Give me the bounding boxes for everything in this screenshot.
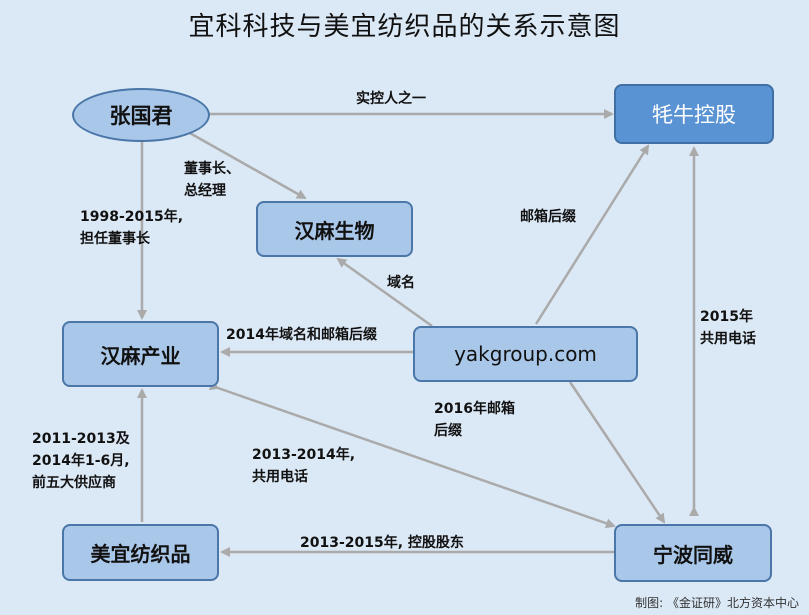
- edge-label-chairman-gm-line2: 总经理: [184, 183, 226, 199]
- chart-credit: 制图: 《金证研》北方资本中心: [635, 596, 799, 610]
- edge-label-phone-2015: 2015年 共用电话: [700, 306, 756, 350]
- edge-label-domain: 域名: [387, 275, 415, 291]
- edge-label-email-2016: 2016年邮箱 后缀: [434, 398, 515, 442]
- edge-label-controller: 实控人之一: [356, 91, 426, 107]
- edge-yak-maoniu: [534, 144, 650, 325]
- node-meiyi: 美宜纺织品: [62, 524, 219, 581]
- edge-label-chairman-years-line2: 担任董事长: [80, 231, 150, 247]
- edge-label-email-suffix: 邮箱后缀: [520, 209, 576, 225]
- edge-label-phone-2015-line1: 2015年: [700, 309, 753, 325]
- node-ningbo: 宁波同威: [614, 524, 772, 582]
- edge-label-supplier-line3: 前五大供应商: [32, 475, 116, 491]
- node-hanma-industry: 汉麻产业: [62, 321, 219, 387]
- diagram-title: 宜科科技与美宜纺织品的关系示意图: [188, 12, 621, 42]
- edge-label-chairman-gm: 董事长、 总经理: [184, 158, 240, 202]
- edge-yak-ningbo: [568, 381, 666, 524]
- edge-label-chairman-gm-line1: 董事长、: [184, 161, 240, 177]
- node-hanma-bio: 汉麻生物: [256, 201, 413, 257]
- edge-label-domain-email-2014: 2014年域名和邮箱后缀: [226, 327, 377, 343]
- edge-zhang-hanmabio: [187, 130, 307, 200]
- node-zhangguojun: 张国君: [72, 88, 210, 142]
- edge-label-chairman-years: 1998-2015年, 担任董事长: [80, 206, 183, 250]
- node-maoniu: 牦牛控股: [614, 84, 774, 144]
- edge-hanmaindustry-ningbo: [208, 380, 616, 529]
- edge-label-supplier-line1: 2011-2013及: [32, 431, 130, 447]
- edge-label-supplier: 2011-2013及 2014年1-6月, 前五大供应商: [32, 428, 130, 494]
- edge-label-holding: 2013-2015年, 控股股东: [300, 535, 464, 551]
- edge-label-chairman-years-line1: 1998-2015年,: [80, 209, 184, 225]
- edge-label-phone-2013: 2013-2014年, 共用电话: [252, 444, 355, 488]
- edge-label-phone-2013-line1: 2013-2014年,: [252, 447, 356, 463]
- edge-label-phone-2013-line2: 共用电话: [252, 469, 308, 485]
- edge-label-email-2016-line1: 2016年邮箱: [434, 401, 515, 417]
- edge-yak-hanmabio: [336, 257, 433, 328]
- edge-label-email-2016-line2: 后缀: [434, 423, 462, 439]
- node-yakgroup: yakgroup.com: [413, 326, 638, 382]
- edge-label-phone-2015-line2: 共用电话: [700, 331, 756, 347]
- edge-label-supplier-line2: 2014年1-6月,: [32, 453, 130, 469]
